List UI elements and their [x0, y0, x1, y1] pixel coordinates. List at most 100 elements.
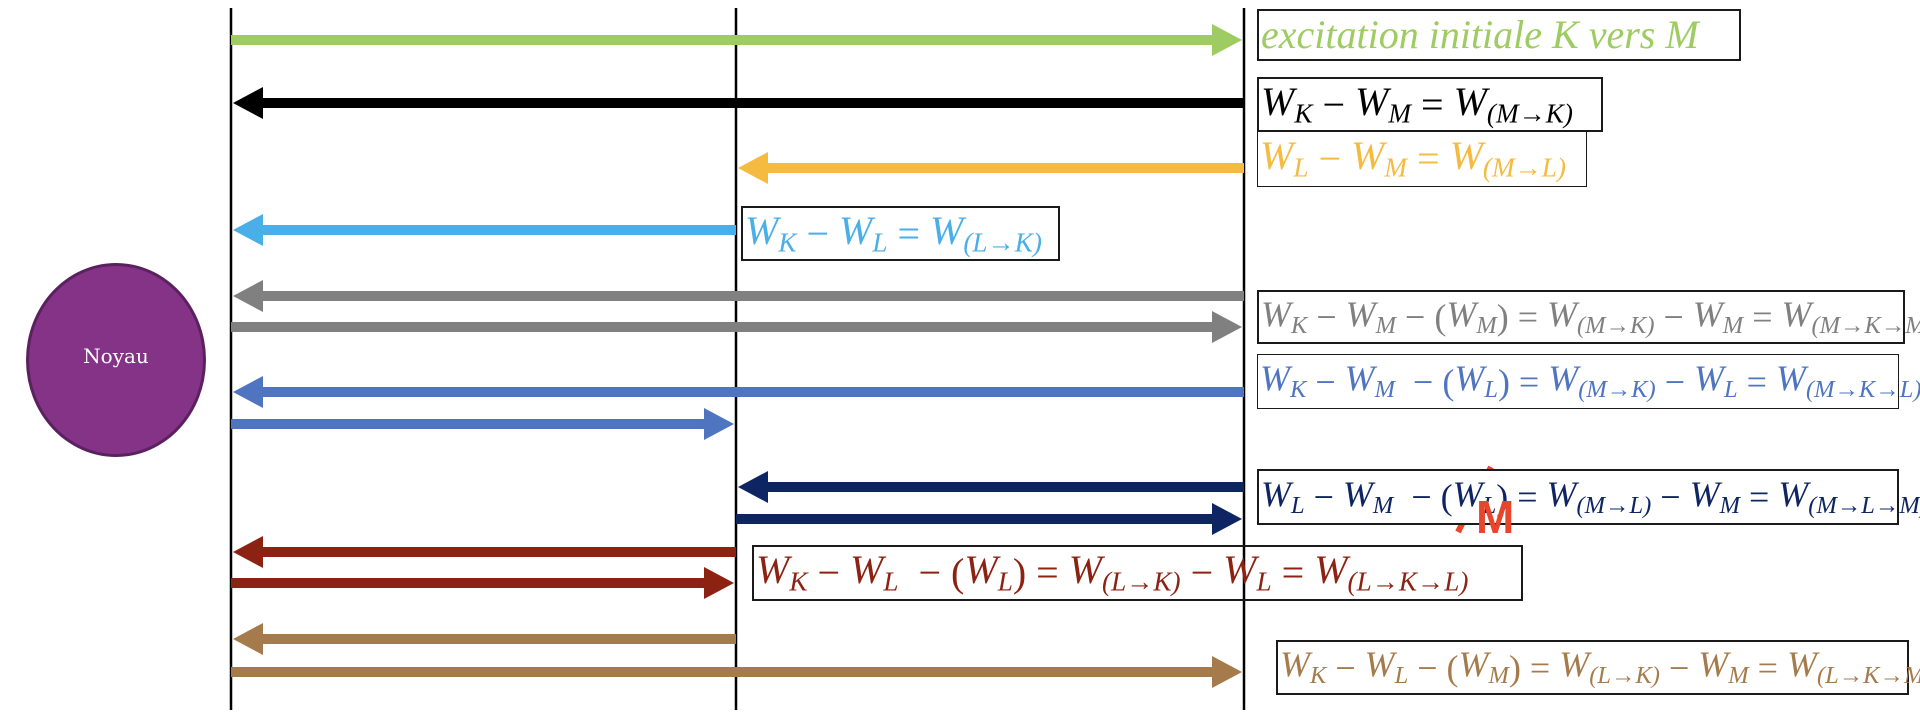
arrow-l-to-k-to-l-k-to-l	[231, 567, 734, 599]
formula-term: WL	[839, 207, 888, 258]
formula-term: WL	[850, 547, 899, 597]
arrow-m-to-k-to-l-k-to-l	[231, 408, 734, 440]
formula-term: W(M→K)	[1453, 78, 1573, 129]
formula-operator: − (	[1408, 647, 1459, 688]
formula-operator: − (	[1393, 477, 1453, 517]
formula-term: WM	[1351, 133, 1407, 183]
arrow-head	[1212, 311, 1242, 343]
formula-term: WL	[1452, 473, 1497, 519]
formula-term: W(M→K)	[1548, 358, 1656, 404]
formula-m-to-l: WL − WM = W(M→L)	[1257, 131, 1587, 187]
formula-term: WM	[1446, 293, 1497, 339]
formula-term: WL	[964, 547, 1013, 597]
formula-operator: =	[1739, 477, 1779, 517]
formula-operator: −	[1306, 361, 1345, 402]
formula-m-to-k: WK − WM = W(M→K)	[1257, 77, 1603, 132]
arrow-m-to-k-m-to-k	[233, 87, 1244, 119]
formula-operator: − (	[1395, 361, 1455, 402]
arrow-head	[233, 87, 263, 119]
correction-letter: M	[1476, 491, 1515, 543]
formula-operator: −	[796, 210, 840, 256]
formula-term: W(L→K→L)	[1314, 547, 1469, 597]
formula-operator: −	[1312, 81, 1356, 127]
formula-operator: ) =	[1497, 361, 1549, 402]
formula-l-to-k: WK − WL = W(L→K)	[741, 206, 1060, 261]
formula-term: W(L→K)	[1559, 644, 1660, 690]
formula-operator: −	[1307, 297, 1346, 337]
arrow-initial-excitation-k-to-m	[231, 24, 1242, 56]
formula-term: W(L→K)	[930, 207, 1042, 258]
arrow-l-to-k-to-m-k-to-m	[231, 656, 1242, 688]
formula-term: WL	[1454, 358, 1498, 404]
arrow-head	[1212, 656, 1242, 688]
arrow-head	[704, 408, 734, 440]
arrow-l-to-k-l-to-k	[233, 214, 736, 246]
formula-operator: =	[1737, 361, 1776, 402]
arrow-head	[233, 536, 263, 568]
formula-operator: =	[887, 210, 931, 256]
formula-term: WK	[756, 547, 808, 597]
formula-l-to-k-to-m: WK − WL − (WM) = W(L→K) − WM = W(L→K→M)	[1276, 640, 1920, 695]
formula-term: WM	[1698, 644, 1749, 690]
formula-operator: −	[1326, 647, 1365, 688]
formula-term: WL	[1260, 133, 1309, 183]
formula-operator: =	[1748, 647, 1787, 688]
formula-operator: −	[1308, 136, 1352, 181]
formula-term: WK	[745, 207, 797, 258]
arrow-m-to-l-to-m-m-to-l	[738, 471, 1244, 503]
formula-operator: ) =	[1012, 550, 1069, 595]
formula-term: WM	[1692, 293, 1744, 339]
arrow-head	[738, 471, 768, 503]
formula-term: WM	[1458, 644, 1509, 690]
formula-term: W(M→K)	[1547, 293, 1655, 339]
formula-term: W(M→K→L)	[1775, 358, 1920, 404]
arrow-head	[1212, 503, 1242, 535]
arrow-m-to-k-to-l-m-to-k	[233, 376, 1244, 408]
formula-operator: −	[1304, 477, 1343, 517]
formula-operator: − (	[1396, 297, 1447, 337]
formula-term: WL	[1261, 473, 1305, 519]
formula-term: WL	[1694, 358, 1738, 404]
formula-operator: =	[1743, 297, 1782, 337]
formula-term: W(M→K→M)	[1781, 293, 1920, 339]
formula-operator: ) =	[1508, 647, 1560, 688]
formula-text: excitation initiale K vers M	[1261, 12, 1699, 57]
nucleus-label: Noyau	[83, 344, 149, 368]
formula-term: WM	[1342, 473, 1394, 519]
arrow-l-to-k-to-m-l-to-k	[233, 623, 736, 655]
formula-term: WM	[1689, 473, 1740, 519]
formula-operator: −	[1654, 297, 1693, 337]
arrow-head	[233, 376, 263, 408]
formula-initial-excitation: excitation initiale K vers M	[1257, 9, 1741, 61]
formula-term: W(M→L)	[1449, 133, 1566, 183]
formula-term: WM	[1345, 293, 1397, 339]
formula-m-to-l-to-m: WL − WM − (WL) = W(M→L) − WM = W(M→L→M)	[1257, 469, 1920, 525]
formula-term: WK	[1280, 644, 1327, 690]
formula-term: WK	[1261, 293, 1308, 339]
nucleus: Noyau	[26, 263, 206, 457]
arrow-head	[1212, 24, 1242, 56]
arrow-m-to-l-to-m-l-to-m	[736, 503, 1242, 535]
formula-m-to-k-to-l: WK − WM − (WL) = W(M→K) − WL = W(M→K→L)	[1257, 354, 1920, 409]
arrow-m-to-l-m-to-l	[738, 152, 1244, 184]
formula-operator: −	[1659, 647, 1699, 688]
formula-term: W(M→L→M)	[1778, 473, 1920, 519]
formula-term: WK	[1260, 358, 1307, 404]
formula-operator: ) =	[1496, 477, 1547, 517]
formula-operator: −	[1651, 477, 1690, 517]
arrow-head	[704, 567, 734, 599]
formula-term: W(L→K)	[1068, 547, 1181, 597]
formula-operator: =	[1411, 81, 1454, 127]
formula-term: WL	[1223, 547, 1272, 597]
formula-term: WM	[1355, 78, 1412, 129]
formula-operator: =	[1407, 136, 1450, 181]
formula-term: WM	[1344, 358, 1396, 404]
formula-term: W(M→L)	[1546, 473, 1652, 519]
arrow-m-to-k-to-m-k-to-m	[231, 311, 1242, 343]
formula-operator: − (	[898, 550, 965, 595]
arrow-head	[233, 623, 263, 655]
formula-m-to-k-to-m: WK − WM − (WM) = W(M→K) − WM = W(M→K→M)	[1257, 290, 1920, 344]
formula-l-to-k-to-l: WK − WL − (WL) = W(L→K) − WL = W(L→K→L)	[752, 545, 1523, 601]
formula-operator: −	[1655, 361, 1695, 402]
